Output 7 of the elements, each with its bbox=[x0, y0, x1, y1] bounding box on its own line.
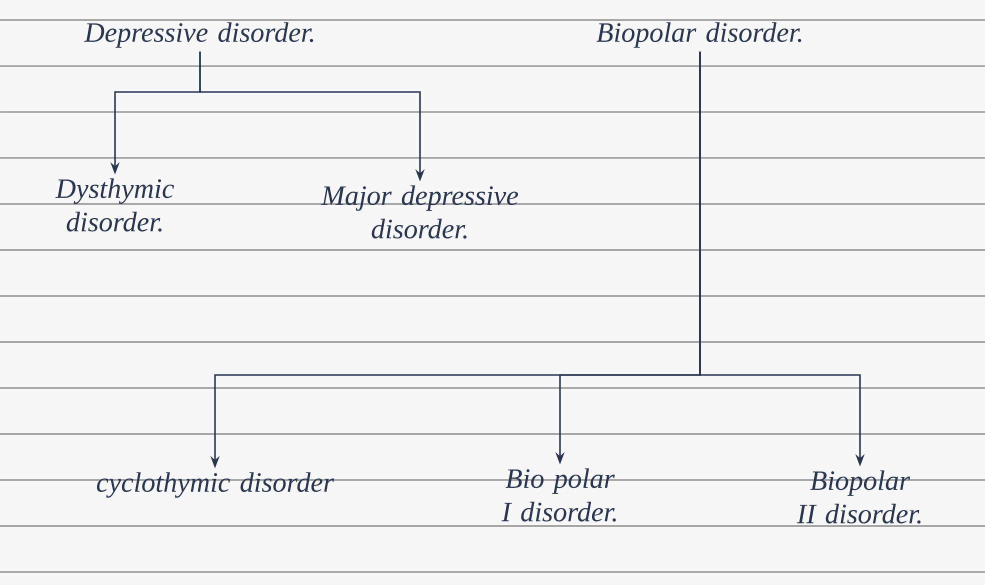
handwritten-label: Bio polar I disorder. bbox=[501, 468, 616, 522]
handwritten-label: Biopolar II disorder. bbox=[796, 470, 921, 524]
handwritten-label: Major depressive disorder. bbox=[321, 185, 518, 239]
handwritten-label: Depressive disorder. bbox=[84, 22, 314, 48]
handwritten-label: Biopolar disorder. bbox=[596, 22, 802, 48]
handwritten-label: Dysthymic disorder. bbox=[55, 178, 174, 232]
handwritten-label: cyclothymic disorder bbox=[96, 472, 334, 498]
